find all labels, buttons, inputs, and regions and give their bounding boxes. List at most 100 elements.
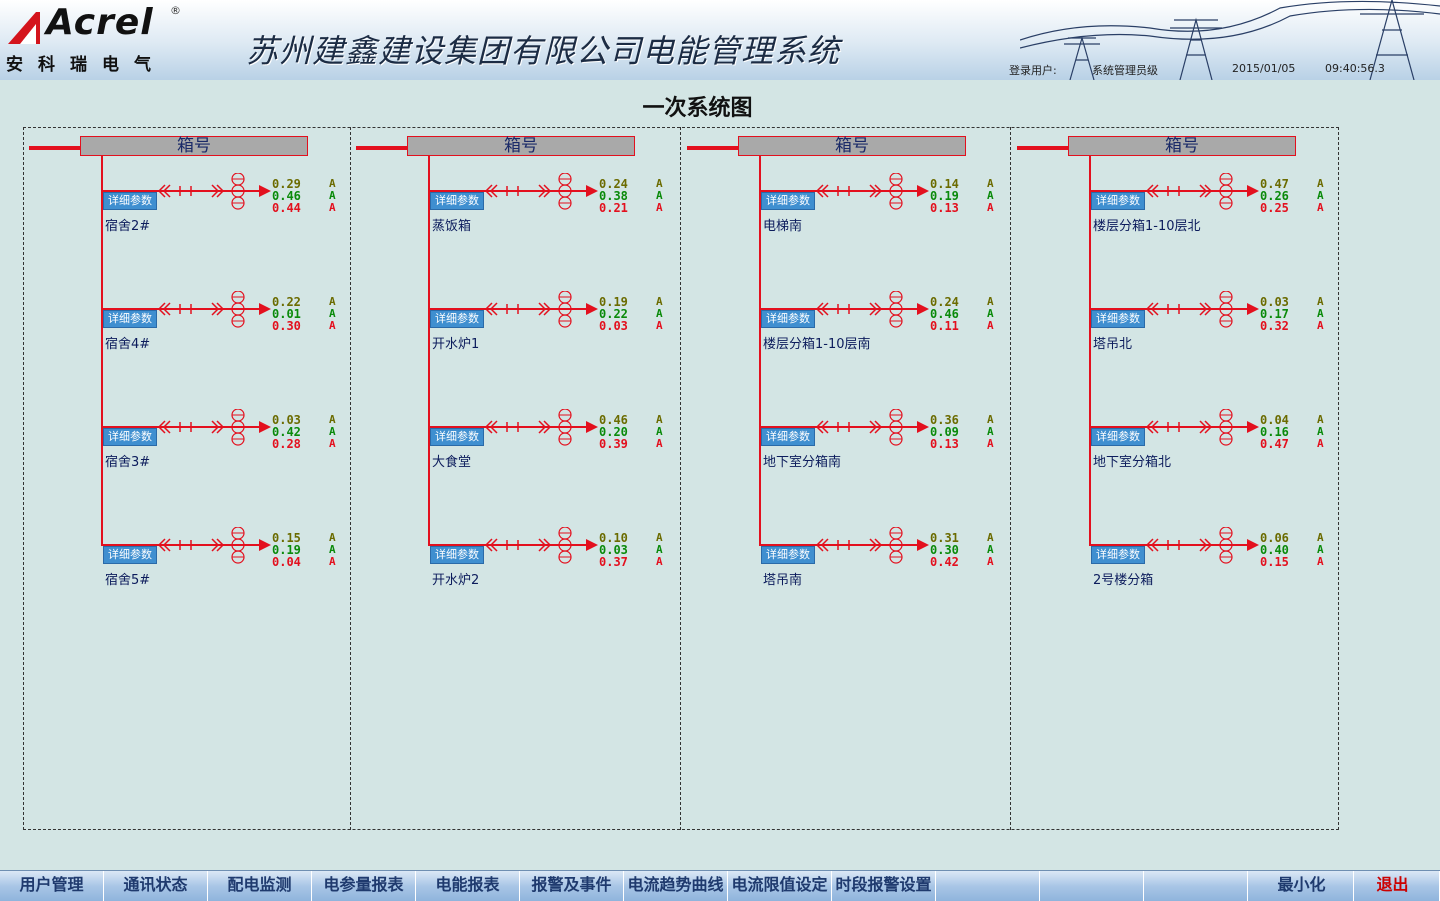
nav-parameter-report-button[interactable]: 电参量报表: [312, 871, 416, 901]
phase-current-value: 0.47: [1260, 177, 1289, 191]
feeder-symbol-part: [489, 420, 498, 434]
current-unit: A: [656, 425, 663, 438]
nav-empty-button[interactable]: [1040, 871, 1144, 901]
phase-current-value: 0.40: [1260, 543, 1289, 557]
logo-text: Acrel: [46, 2, 154, 43]
nav-energy-report-button[interactable]: 电能报表: [416, 871, 520, 901]
feeder-symbol-part: [1204, 420, 1213, 434]
phase-current-value: 0.19: [272, 543, 301, 557]
phase-current-value: 0.37: [599, 555, 628, 569]
box-header: 箱号: [738, 136, 966, 156]
current-unit: A: [1317, 555, 1324, 568]
main-feeder-line: [428, 156, 430, 546]
current-unit: A: [1317, 319, 1324, 332]
feeder-symbol-part: [815, 538, 824, 552]
feeder-symbol-icon: [1090, 527, 1259, 564]
feeder-symbol-part: [1150, 538, 1159, 552]
detail-params-button[interactable]: 详细参数: [103, 192, 157, 210]
feeder-symbol-part: [216, 184, 225, 198]
phase-current-value: 0.22: [272, 295, 301, 309]
detail-params-button[interactable]: 详细参数: [430, 428, 484, 446]
feeder-symbol-part: [815, 184, 824, 198]
feeder-symbol-icon: [429, 527, 598, 564]
feeder-symbol-part: [1204, 302, 1213, 316]
feeder-symbol-part: [259, 185, 271, 197]
feeder-symbol-part: [820, 184, 829, 198]
feeder-name: 楼层分箱1-10层北: [1093, 219, 1201, 234]
exit-button[interactable]: 退出: [1346, 871, 1440, 901]
current-unit: A: [656, 295, 663, 308]
detail-params-button[interactable]: 详细参数: [761, 546, 815, 564]
detail-params-button[interactable]: 详细参数: [103, 546, 157, 564]
feeder-name: 地下室分箱北: [1093, 455, 1172, 470]
detail-params-button[interactable]: 详细参数: [430, 546, 484, 564]
current-unit: A: [1317, 437, 1324, 450]
detail-params-button[interactable]: 详细参数: [103, 310, 157, 328]
box-header: 箱号: [407, 136, 635, 156]
feeder-symbol-icon: [429, 173, 598, 210]
feeder-symbol-part: [543, 184, 552, 198]
detail-params-button[interactable]: 详细参数: [430, 310, 484, 328]
detail-params-button[interactable]: 详细参数: [761, 192, 815, 210]
feeder-symbol-part: [211, 302, 220, 316]
feeder-symbol-part: [157, 538, 166, 552]
phase-current-value: 0.44: [272, 201, 301, 215]
detail-params-button[interactable]: 详细参数: [430, 192, 484, 210]
current-unit: A: [329, 555, 336, 568]
feeder-symbol-part: [489, 302, 498, 316]
nav-current-trend-button[interactable]: 电流趋势曲线: [624, 871, 728, 901]
nav-period-alarm-button[interactable]: 时段报警设置: [832, 871, 936, 901]
phase-current-value: 0.46: [272, 189, 301, 203]
feeder-symbol-part: [586, 185, 598, 197]
nav-empty-button[interactable]: [936, 871, 1040, 901]
minimize-button[interactable]: 最小化: [1250, 871, 1354, 901]
feeder-symbol-icon: [102, 527, 271, 564]
feeder-symbol-part: [538, 184, 547, 198]
phase-current-value: 0.15: [272, 531, 301, 545]
nav-user-management-button[interactable]: 用户管理: [0, 871, 104, 901]
detail-params-button[interactable]: 详细参数: [1091, 310, 1145, 328]
box-header: 箱号: [1068, 136, 1296, 156]
detail-params-button[interactable]: 详细参数: [1091, 428, 1145, 446]
feeder-symbol-part: [917, 539, 929, 551]
phase-current-value: 0.46: [599, 413, 628, 427]
nav-comm-status-button[interactable]: 通讯状态: [104, 871, 208, 901]
feeder-symbol-part: [1247, 303, 1259, 315]
phase-current-value: 0.25: [1260, 201, 1289, 215]
nav-distribution-monitor-button[interactable]: 配电监测: [208, 871, 312, 901]
feeder-symbol-part: [1145, 184, 1154, 198]
column-divider: [350, 127, 351, 830]
phase-current-value: 0.03: [599, 543, 628, 557]
feeder-name: 2号楼分箱: [1093, 573, 1154, 588]
logo-subtitle: 安科瑞电气: [6, 55, 166, 75]
feeder-symbol-icon: [429, 409, 598, 446]
detail-params-button[interactable]: 详细参数: [761, 428, 815, 446]
feeder-symbol-part: [216, 302, 225, 316]
current-unit: A: [987, 177, 994, 190]
detail-params-button[interactable]: 详细参数: [1091, 546, 1145, 564]
nav-current-limit-button[interactable]: 电流限值设定: [728, 871, 832, 901]
phase-current-value: 0.03: [1260, 295, 1289, 309]
feeder-symbol-part: [543, 302, 552, 316]
login-label: 登录用户:: [1009, 64, 1057, 77]
feeder-symbol-part: [1150, 302, 1159, 316]
detail-params-button[interactable]: 详细参数: [103, 428, 157, 446]
feeder-symbol-part: [917, 421, 929, 433]
nav-empty-button[interactable]: [1144, 871, 1248, 901]
feeder-name: 开水炉1: [432, 337, 480, 352]
main-feeder-line: [1089, 156, 1091, 546]
phase-current-value: 0.20: [599, 425, 628, 439]
detail-params-button[interactable]: 详细参数: [761, 310, 815, 328]
feeder-symbol-icon: [429, 291, 598, 328]
current-unit: A: [1317, 413, 1324, 426]
feeder-symbol-icon: [760, 173, 929, 210]
current-unit: A: [987, 189, 994, 202]
detail-params-button[interactable]: 详细参数: [1091, 192, 1145, 210]
current-unit: A: [1317, 201, 1324, 214]
nav-alarm-events-button[interactable]: 报警及事件: [520, 871, 624, 901]
